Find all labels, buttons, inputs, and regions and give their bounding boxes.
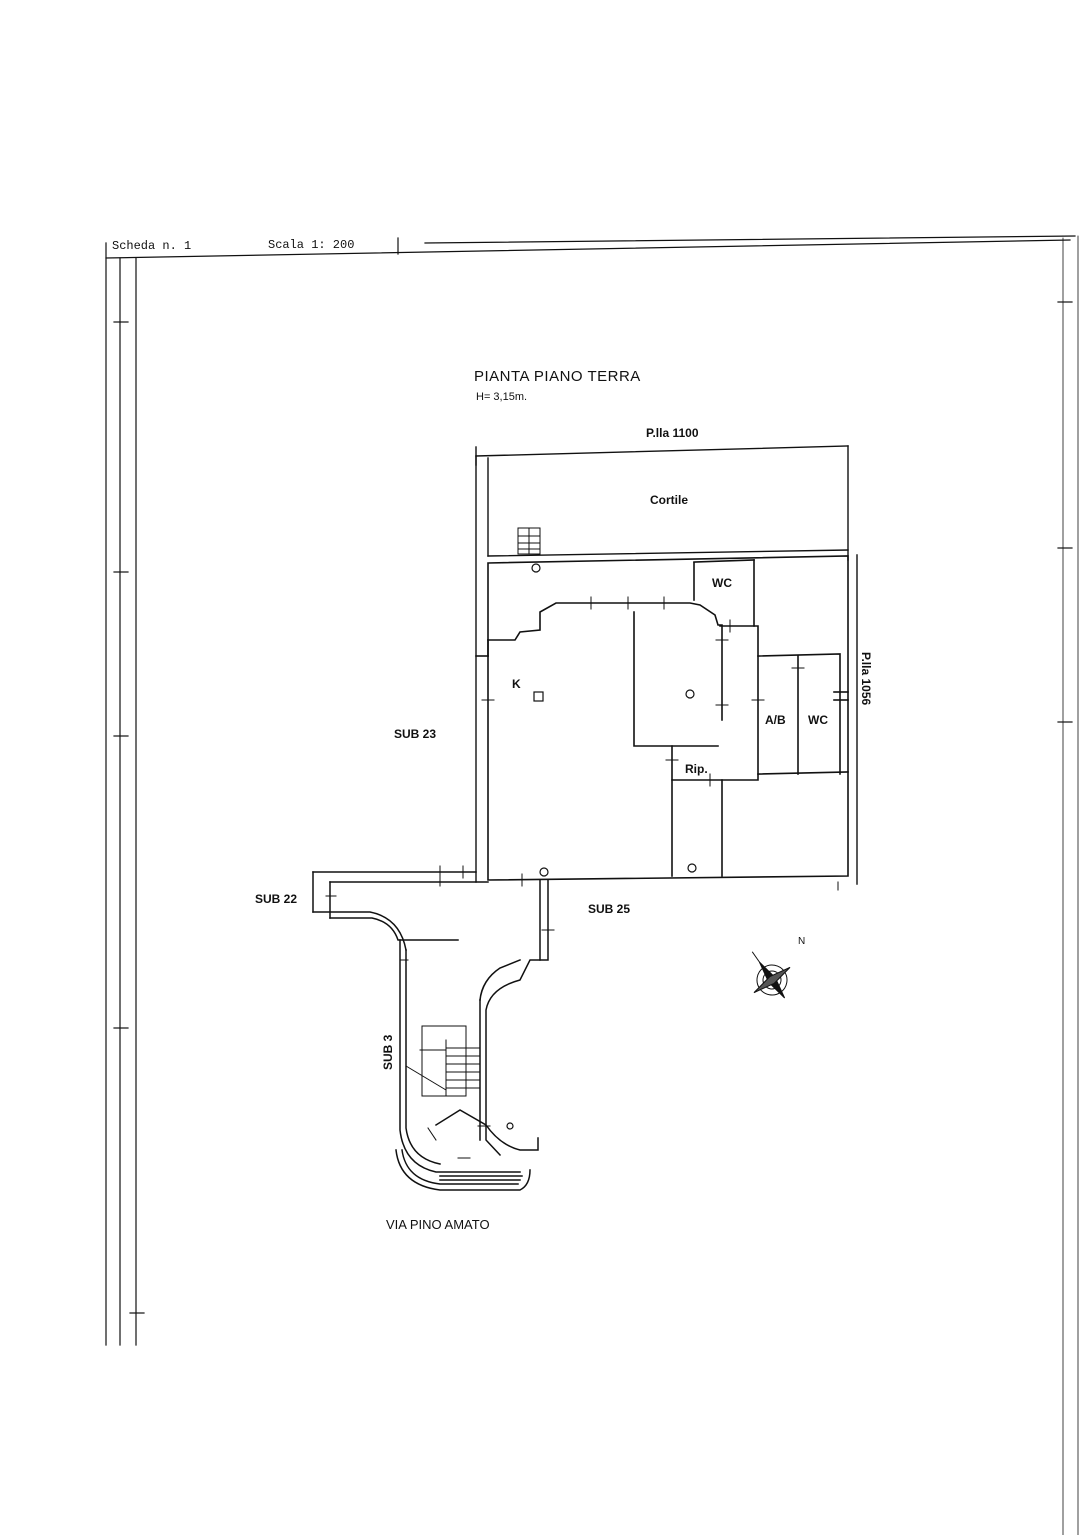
- neighbor-sub25-label: SUB 25: [588, 902, 631, 916]
- north-marker: N: [798, 936, 805, 947]
- neighbor-east-label: P.lla 1056: [859, 652, 873, 706]
- scale-label: Scala 1: 200: [268, 238, 355, 252]
- sheet-label: Scheda n. 1: [112, 239, 192, 253]
- neighbor-sub22-label: SUB 22: [255, 892, 298, 906]
- height-note: H= 3,15m.: [476, 391, 528, 403]
- plot-boundary: [475, 445, 858, 885]
- room-kitchen-label: K: [512, 677, 521, 691]
- sheet-frame: [105, 235, 1079, 1535]
- door-marks: [325, 596, 839, 1159]
- inner-stair: [405, 1025, 481, 1097]
- room-wc-top-label: WC: [712, 576, 732, 590]
- neighbor-north-label: P.lla 1100: [646, 426, 699, 440]
- room-courtyard-label: Cortile: [650, 493, 689, 507]
- north-arrow-icon: [751, 951, 791, 999]
- room-storage-label: Rip.: [685, 762, 708, 776]
- plan-title: PIANTA PIANO TERRA: [474, 368, 641, 385]
- entrance-walls: [312, 871, 549, 1191]
- plan-symbols: [506, 563, 697, 1130]
- street-label: VIA PINO AMATO: [386, 1217, 490, 1232]
- room-wc-right-label: WC: [808, 713, 828, 727]
- room-ab-label: A/B: [765, 713, 786, 727]
- dwelling-walls: [475, 555, 849, 881]
- neighbor-sub3-label: SUB 3: [381, 1034, 395, 1070]
- neighbor-sub23-label: SUB 23: [394, 727, 437, 741]
- courtyard-stair: [517, 527, 541, 555]
